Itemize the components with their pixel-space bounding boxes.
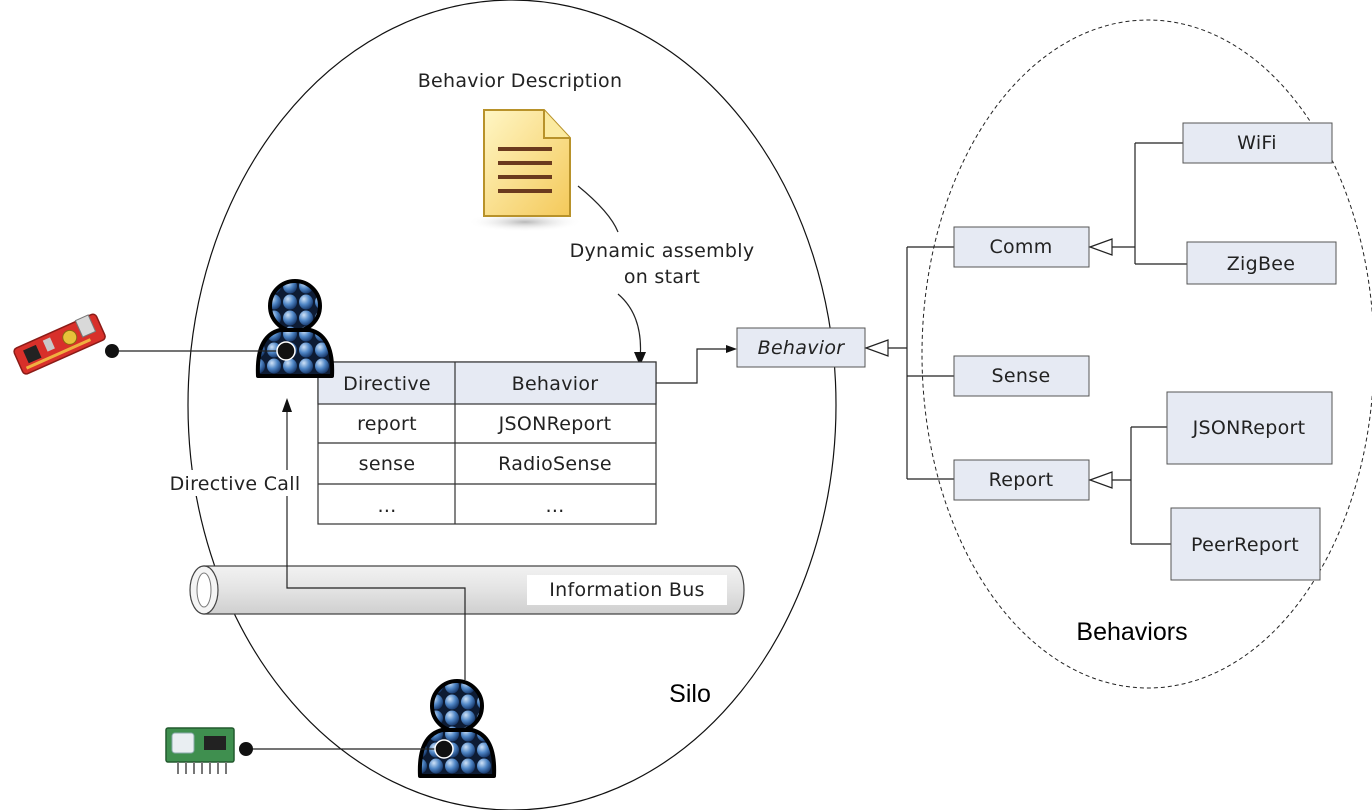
table-cell: report [357, 413, 417, 435]
assembly-arrow [577, 185, 619, 233]
table-cell: … [545, 495, 564, 517]
table-to-behavior-arrowhead [726, 345, 737, 353]
comm-class-box: Comm [953, 226, 1090, 268]
information-bus-pipe [189, 565, 745, 615]
table-cell: sense [359, 453, 416, 475]
assembly-note-line1: Dynamic assembly [570, 240, 755, 262]
svg-text:ZigBee: ZigBee [1227, 253, 1296, 275]
behavior-description-label: Behavior Description [418, 70, 623, 92]
silo-ellipse [187, 0, 837, 810]
report-class-box: Report [953, 459, 1090, 501]
sensor-board-icon [165, 727, 235, 774]
connector-dot [434, 739, 454, 759]
table-header-directive: Directive [343, 373, 431, 395]
behavior-class-box: Behavior [736, 327, 866, 368]
silo-label: Silo [669, 680, 711, 708]
svg-text:WiFi: WiFi [1237, 132, 1277, 154]
svg-text:Behavior: Behavior [758, 337, 846, 359]
document-icon [467, 109, 583, 232]
svg-text:Comm: Comm [989, 236, 1052, 258]
table-cell: RadioSense [498, 453, 612, 475]
agent-icon-lower [420, 681, 494, 776]
wifi-class-box: WiFi [1182, 122, 1333, 164]
agent-icon-upper [255, 279, 335, 378]
assembly-arrow-lower [617, 293, 642, 361]
jsonreport-class-box: JSONReport [1166, 391, 1333, 465]
table-cell: … [377, 495, 396, 517]
zigbee-class-box: ZigBee [1186, 241, 1337, 285]
svg-text:Sense: Sense [992, 365, 1051, 387]
radio-board-icon [13, 313, 106, 375]
directive-call-line [286, 406, 466, 680]
directive-table: Directive Behavior report JSONReport sen… [317, 361, 657, 525]
table-to-behavior-line [656, 348, 732, 384]
directive-call-label: Directive Call [170, 473, 301, 495]
table-header-behavior: Behavior [512, 373, 599, 395]
sense-class-box: Sense [953, 355, 1090, 397]
directive-call-arrowhead [282, 398, 292, 412]
connector-dot [276, 341, 296, 361]
table-cell: JSONReport [498, 413, 612, 435]
assembly-arrow-head [634, 352, 646, 366]
inheritance-triangle [1088, 471, 1113, 489]
inheritance-triangle [1088, 238, 1113, 256]
behaviors-ellipse [921, 19, 1372, 689]
inheritance-triangle [864, 339, 889, 357]
behaviors-label: Behaviors [1076, 618, 1187, 646]
information-bus-label: Information Bus [549, 579, 705, 601]
svg-text:PeerReport: PeerReport [1191, 534, 1299, 556]
connector-dot [105, 344, 119, 358]
svg-text:Report: Report [989, 469, 1054, 491]
svg-text:JSONReport: JSONReport [1192, 417, 1306, 439]
assembly-note-line2: on start [624, 266, 700, 288]
peerreport-class-box: PeerReport [1170, 507, 1321, 581]
connector-dot [239, 742, 253, 756]
